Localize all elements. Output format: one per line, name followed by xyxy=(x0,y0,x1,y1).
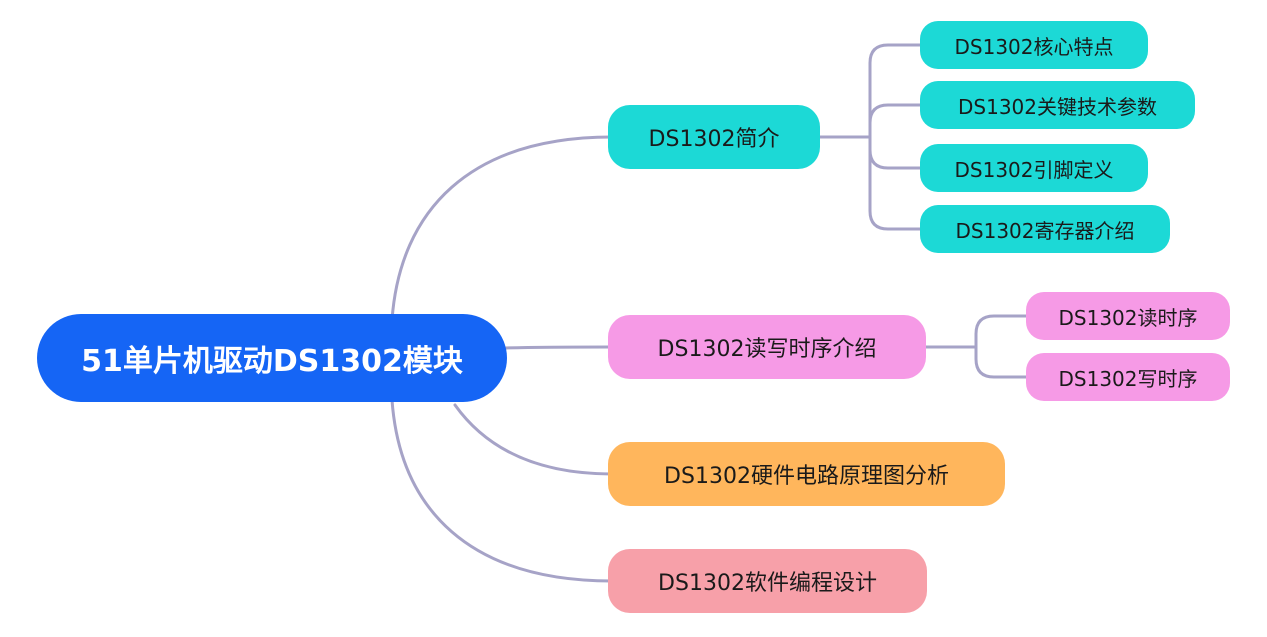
branch-intro[interactable]: DS1302简介 xyxy=(608,105,820,169)
subtopic-read-timing[interactable]: DS1302读时序 xyxy=(1026,292,1230,340)
connector-root-hardware xyxy=(453,403,614,476)
connector-intro-child-2 xyxy=(868,103,924,139)
connector-intro-child-3 xyxy=(868,135,924,170)
connector-intro-child-4 xyxy=(868,135,924,231)
subtopic-registers[interactable]: DS1302寄存器介绍 xyxy=(920,205,1170,253)
branch-hardware[interactable]: DS1302硬件电路原理图分析 xyxy=(608,442,1005,506)
root-topic[interactable]: 51单片机驱动DS1302模块 xyxy=(37,314,507,402)
connector-timing-child-1 xyxy=(974,314,1030,349)
connector-root-intro xyxy=(390,135,614,322)
connector-intro-child-1 xyxy=(868,43,924,139)
subtopic-core-features[interactable]: DS1302核心特点 xyxy=(920,21,1148,69)
connector-timing-child-2 xyxy=(974,345,1030,379)
branch-timing[interactable]: DS1302读写时序介绍 xyxy=(608,315,926,379)
subtopic-key-parameters[interactable]: DS1302关键技术参数 xyxy=(920,81,1195,129)
branch-software[interactable]: DS1302软件编程设计 xyxy=(608,549,927,613)
subtopic-write-timing[interactable]: DS1302写时序 xyxy=(1026,353,1230,401)
connector-root-timing xyxy=(503,345,614,350)
connector-root-software xyxy=(390,398,614,583)
subtopic-pin-definition[interactable]: DS1302引脚定义 xyxy=(920,144,1148,192)
